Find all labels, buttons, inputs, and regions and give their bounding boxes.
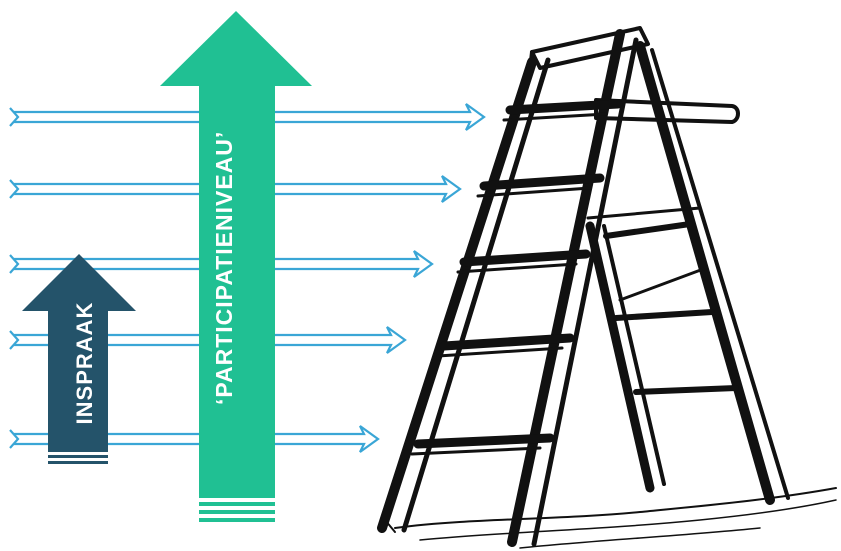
participatie-base-line-1 xyxy=(199,502,275,506)
ladder-illustration xyxy=(382,28,836,548)
participatie-arrow-head xyxy=(160,11,312,86)
inspraak-base-line-2 xyxy=(48,461,108,464)
participatieniveau-label: ‘PARTICIPATIENIVEAU’ xyxy=(211,145,237,405)
participatie-base-line-2 xyxy=(199,510,275,514)
participatie-base-line-3 xyxy=(199,518,275,522)
inspraak-base-line-1 xyxy=(48,455,108,458)
inspraak-label: INSPRAAK xyxy=(72,283,98,443)
